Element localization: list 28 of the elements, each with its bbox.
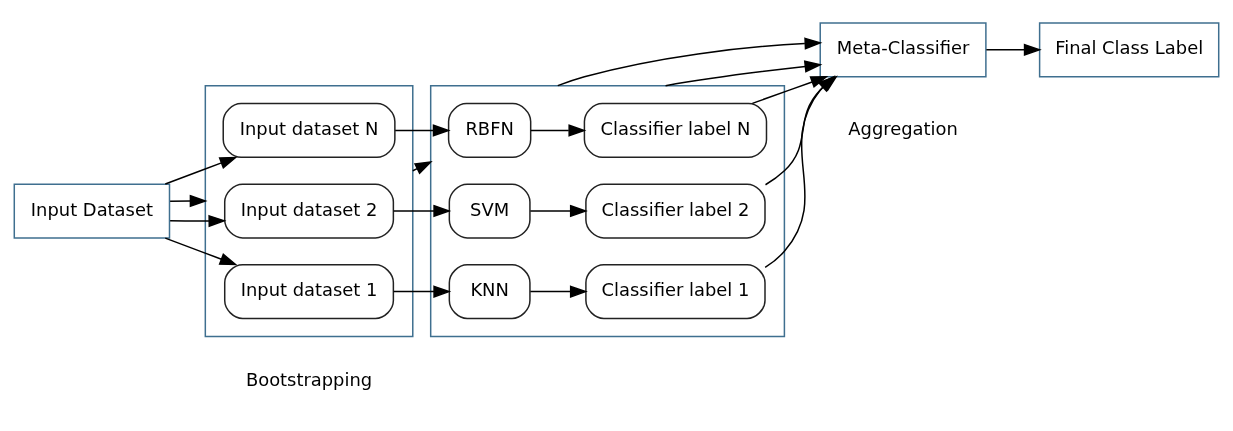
- node-box: Input dataset N: [222, 102, 396, 159]
- arrow: [169, 214, 227, 228]
- arrow: [392, 285, 452, 298]
- node-box: Classifier label 2: [585, 183, 766, 239]
- node-box: KNN: [448, 264, 531, 320]
- arrow: [392, 204, 452, 218]
- node-box: Classifier label 1: [585, 264, 766, 320]
- arrow: [529, 204, 588, 218]
- node-box: Input Dataset: [13, 183, 171, 239]
- arrow: [530, 124, 587, 137]
- arrow: [169, 194, 208, 208]
- node-box: Input dataset 2: [223, 183, 395, 239]
- node-box: Meta-Classifier: [819, 22, 987, 78]
- arrow: [529, 285, 588, 298]
- arrow: [557, 37, 823, 87]
- node-box: Classifier label N: [583, 102, 768, 159]
- arrow: [985, 43, 1042, 57]
- arrow: [664, 60, 823, 87]
- arrow: [164, 237, 238, 266]
- node-box: RBFN: [447, 102, 532, 159]
- label: Aggregation: [848, 118, 958, 140]
- arrow: [394, 124, 451, 137]
- node-box: SVM: [448, 183, 531, 239]
- arrow: [164, 156, 238, 185]
- label: Bootstrapping: [245, 368, 373, 390]
- cluster: [204, 84, 414, 338]
- node-box: Input dataset 1: [223, 264, 395, 320]
- node-box: Final Class Label: [1038, 22, 1220, 78]
